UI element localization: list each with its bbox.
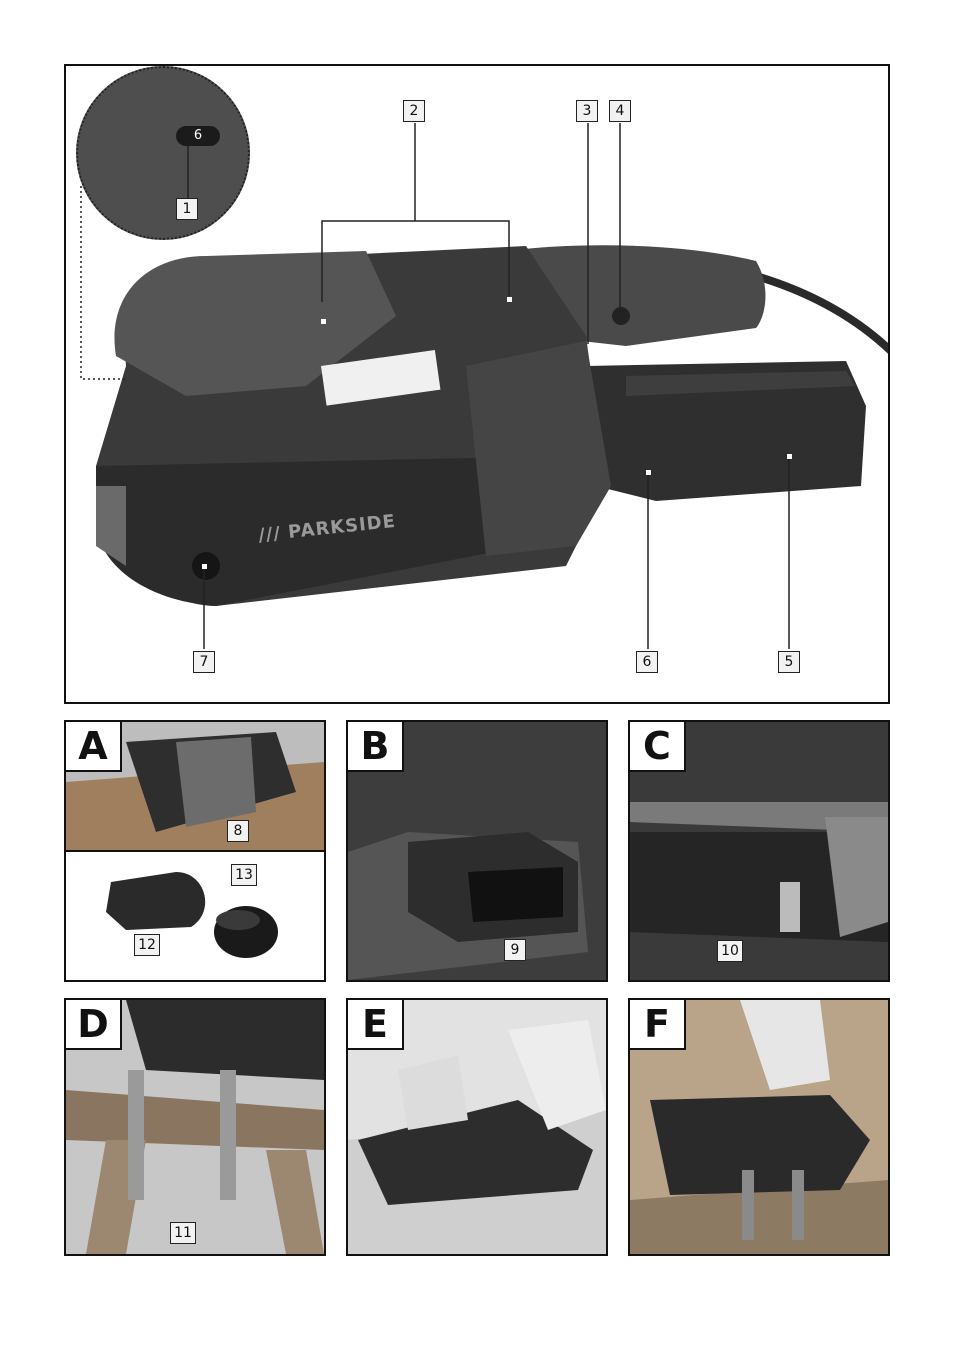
callout-5: 5: [778, 651, 800, 673]
callout-4: 4: [609, 100, 631, 122]
speed-dial: 6: [176, 126, 220, 146]
dial-inset: 6: [76, 66, 250, 240]
marker-dot: [787, 454, 792, 459]
callout-12: 12: [134, 934, 160, 956]
panel-a: A 8 12 13: [64, 720, 326, 982]
panel-f: F: [628, 998, 890, 1256]
panel-letter-d: D: [64, 998, 122, 1050]
main-figure: /// PARKSIDE 6 1 2 3 4 5 6 7: [64, 64, 890, 704]
dial-reading: 6: [194, 128, 202, 143]
panel-letter-a: A: [64, 720, 122, 772]
marker-dot: [646, 470, 651, 475]
panel-letter-e: E: [346, 998, 404, 1050]
callout-13: 13: [231, 864, 257, 886]
callout-8: 8: [227, 820, 249, 842]
callout-3: 3: [576, 100, 598, 122]
panel-letter-f: F: [628, 998, 686, 1050]
callout-7: 7: [193, 651, 215, 673]
marker-dot: [202, 564, 207, 569]
panel-letter-b: B: [346, 720, 404, 772]
callout-11: 11: [170, 1222, 196, 1244]
marker-dot: [507, 297, 512, 302]
callout-10: 10: [717, 940, 743, 962]
callout-9: 9: [504, 939, 526, 961]
panel-b: B 9: [346, 720, 608, 982]
panel-e: E: [346, 998, 608, 1256]
callout-2: 2: [403, 100, 425, 122]
panel-d: D 11: [64, 998, 326, 1256]
panel-c: C 10: [628, 720, 890, 982]
callout-6: 6: [636, 651, 658, 673]
callout-1: 1: [176, 198, 198, 220]
panel-a-parts: [66, 852, 324, 982]
panel-letter-c: C: [628, 720, 686, 772]
marker-dot: [321, 319, 326, 324]
